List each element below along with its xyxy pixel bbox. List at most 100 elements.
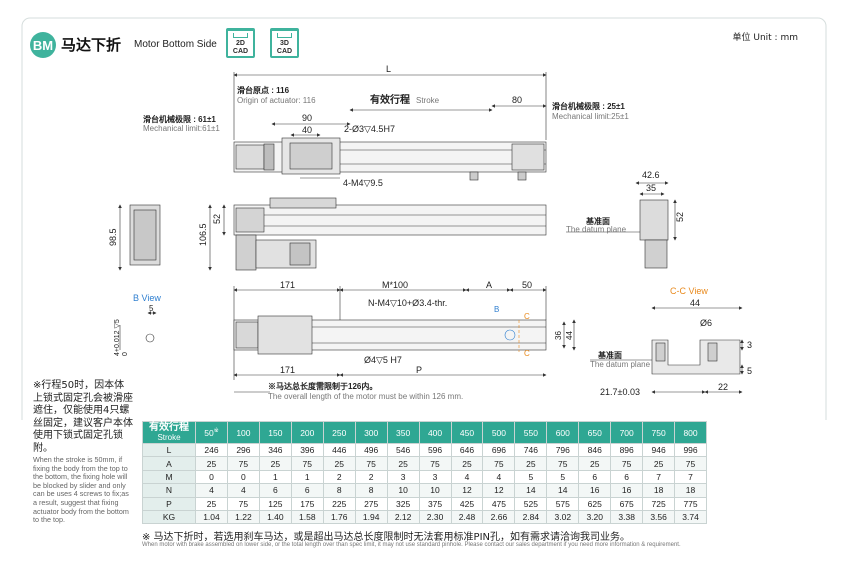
table-cell: 3.02 [546, 509, 580, 525]
table-cell: 1.40 [258, 509, 292, 525]
stroke-50-star: ※ [213, 428, 219, 435]
unit-label: 单位 Unit : mm [732, 33, 798, 43]
table-cell: 75 [226, 456, 260, 471]
row-label-kg: KG [142, 509, 196, 525]
table-cell: 1.04 [195, 509, 228, 525]
stroke-50-note-cn: ※行程50时，因本体上锁式固定孔会被滑座遮住，仅能使用4只螺丝固定，建议客户本体… [33, 380, 133, 454]
hole-o4-label: Ø4▽5 H7 [364, 355, 402, 365]
table-cell: 25 [450, 456, 484, 471]
table-cell: 2.84 [514, 509, 548, 525]
stroke-header-en: Stroke [157, 432, 181, 442]
table-cell: 8 [354, 483, 388, 498]
stroke-col-550: 550 [514, 421, 548, 444]
3d-cad-label-top: 3D [280, 40, 289, 47]
table-cell: 3.56 [642, 509, 676, 525]
table-cell: 75 [482, 456, 516, 471]
table-cell: 696 [482, 442, 516, 458]
stroke-col-100: 100 [226, 421, 260, 444]
table-cell: 14 [514, 483, 548, 498]
table-cell: 4 [450, 469, 484, 485]
b-view-hole-tol: 0 [122, 352, 129, 356]
stroke-col-50: 50※ [195, 421, 228, 444]
dim-80: 80 [512, 95, 522, 105]
table-cell: 25 [514, 456, 548, 471]
table-cell: 996 [674, 442, 707, 458]
table-cell: 1.94 [354, 509, 388, 525]
table-cell: 546 [386, 442, 420, 458]
table-cell: 2.30 [418, 509, 452, 525]
table-cell: 3.38 [610, 509, 644, 525]
label-c-bottom: C [524, 349, 530, 358]
cc-dim-44: 44 [690, 298, 700, 308]
dim-44: 44 [565, 331, 574, 340]
table-cell: 25 [386, 456, 420, 471]
dim-A: A [486, 280, 492, 290]
dim-52: 52 [212, 214, 222, 224]
table-cell: 125 [258, 496, 292, 511]
table-cell: 7 [674, 469, 707, 485]
table-cell: 425 [450, 496, 484, 511]
stroke-col-350: 350 [386, 421, 420, 444]
table-cell: 3.74 [674, 509, 707, 525]
table-cell: 2 [354, 469, 388, 485]
table-cell: 25 [642, 456, 676, 471]
table-cell: 4 [482, 469, 516, 485]
footnote-cn: ※ 马达下折时，若选用刹车马达，或是超出马达总长度限制时无法套用标准PIN孔，如… [142, 532, 631, 543]
table-cell: 496 [354, 442, 388, 458]
table-cell: 946 [642, 442, 676, 458]
stroke-50-note-en: When the stroke is 50mm, if fixing the b… [33, 455, 129, 525]
table-cell: 296 [226, 442, 260, 458]
label-b: B [494, 305, 499, 314]
mech-limit-left-cn: 滑台机械极限 : 61±1 [143, 114, 216, 124]
motor-length-note-en: The overall length of the motor must be … [268, 392, 463, 401]
table-cell: 3 [418, 469, 452, 485]
stroke-col-650: 650 [578, 421, 612, 444]
table-cell: 175 [290, 496, 324, 511]
table-cell: 896 [610, 442, 644, 458]
table-cell: 10 [418, 483, 452, 498]
table-cell: 7 [642, 469, 676, 485]
table-cell: 8 [322, 483, 356, 498]
table-cell: 1.22 [226, 509, 260, 525]
hole-m4-label: 4-M4▽9.5 [343, 178, 383, 188]
dim-L-label: L [386, 64, 391, 74]
stroke-col-400: 400 [418, 421, 452, 444]
hole-top-label: 2-Ø3▽4.5H7 [344, 124, 395, 134]
b-view-hole: 4+0.012 ▽5 [114, 319, 121, 356]
row-label-l: L [142, 442, 196, 458]
table-cell: 75 [226, 496, 260, 511]
2d-cad-button[interactable]: 2D CAD [226, 28, 255, 58]
table-cell: 10 [386, 483, 420, 498]
page-title: 马达下折 [61, 36, 122, 54]
table-cell: 596 [418, 442, 452, 458]
3d-cad-button[interactable]: 3D CAD [270, 28, 299, 58]
table-cell: 3 [386, 469, 420, 485]
stroke-col-250: 250 [322, 421, 356, 444]
stroke-col-750: 750 [642, 421, 676, 444]
mech-limit-right-cn: 滑台机械极限 : 25±1 [552, 101, 625, 111]
table-cell: 325 [386, 496, 420, 511]
table-cell: 1.76 [322, 509, 356, 525]
row-label-n: N [142, 483, 196, 498]
dim-M100: M*100 [382, 280, 408, 290]
table-cell: 3.20 [578, 509, 612, 525]
datum-cn: 基准面 [585, 216, 610, 226]
table-cell: 796 [546, 442, 580, 458]
table-cell: 75 [354, 456, 388, 471]
table-cell: 275 [354, 496, 388, 511]
table-cell: 5 [514, 469, 548, 485]
motor-length-note-cn: ※马达总长度需限制于126内。 [268, 381, 377, 391]
table-cell: 25 [195, 456, 228, 471]
table-cell: 525 [514, 496, 548, 511]
dim-106-5: 106.5 [198, 223, 208, 246]
label-c-top: C [524, 312, 530, 321]
table-cell: 6 [258, 483, 292, 498]
table-cell: 2 [322, 469, 356, 485]
table-cell: 775 [674, 496, 707, 511]
